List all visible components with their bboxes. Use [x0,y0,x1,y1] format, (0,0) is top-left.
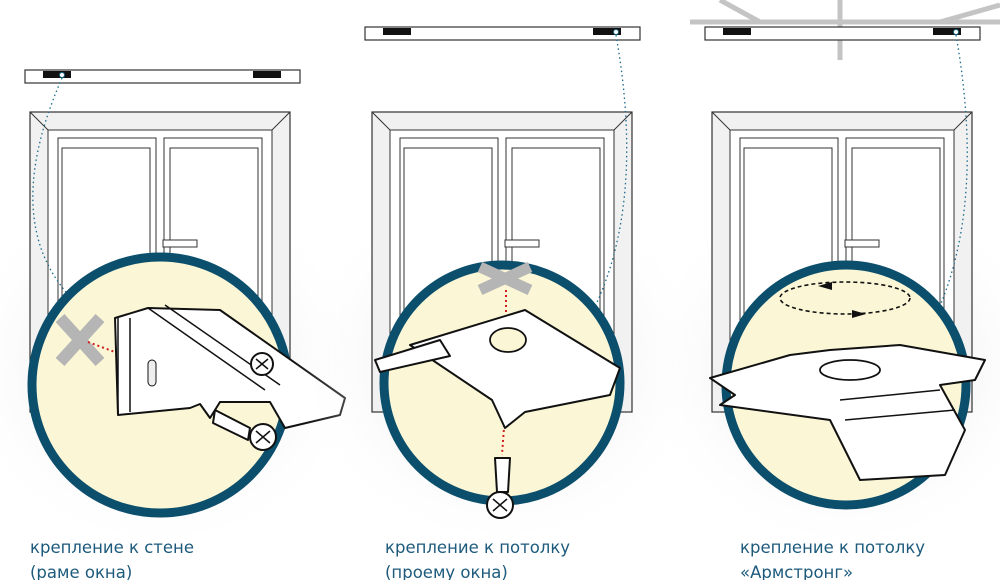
bracket-mark [253,71,281,78]
callout-dot [953,29,959,35]
screw-cross [492,498,508,512]
armstrong-clip-icon [709,344,986,481]
window-handle [162,239,198,248]
cross-mark-icon [55,313,105,367]
cross-mark-icon [477,262,533,295]
clip-detail [839,389,956,421]
caption-line: (раме окна) [30,563,133,580]
screw-cross [255,430,271,444]
cornice-rail [364,26,641,41]
bracket-mark [383,28,411,35]
panel-wall [0,69,370,555]
ceiling-grid [690,0,1000,60]
callout-dot [613,29,619,35]
bracket-mark [723,28,751,35]
bracket-mark [933,28,961,35]
ceiling-clip-icon [409,309,621,429]
callout-dot [59,72,65,78]
panel-armstrong [636,0,1000,555]
cornice-rail [24,69,301,84]
caption-armstrong-mount: крепление к потолку «Армстронг» [740,535,925,580]
rotation-path [779,281,911,315]
screw-cross [255,358,269,370]
caption-wall-mount: крепление к стене (раме окна) [30,535,194,580]
clip-tab [374,339,451,373]
screw-shank [212,409,251,441]
frame-bevel [29,111,291,131]
screw-shank [494,457,511,493]
screw-axis [501,290,507,456]
clip-hole [819,359,881,381]
caption-line: крепление к потолку [740,538,926,557]
panel-ceiling [292,26,712,553]
caption-line: крепление к стене [30,538,194,557]
clip-slot [489,327,527,353]
wall-bracket-icon [114,307,346,429]
callout-line [591,34,628,314]
cornice-rail [704,26,981,41]
bracket-detail [117,304,281,415]
caption-line: крепление к потолку [385,538,571,557]
window-handle [504,239,540,248]
caption-ceiling-mount: крепление к потолку (проему окна) [385,535,570,580]
frame-bevel [371,111,633,131]
caption-line: (проему окна) [385,563,508,580]
window-handle [844,239,880,248]
frame-bevel [711,111,973,131]
bracket-slot [147,359,157,387]
bracket-mark [43,71,71,78]
caption-line: «Армстронг» [740,563,854,580]
callout-line [935,34,968,316]
rotation-arrows-icon [818,282,866,318]
bracket-mark [593,28,621,35]
